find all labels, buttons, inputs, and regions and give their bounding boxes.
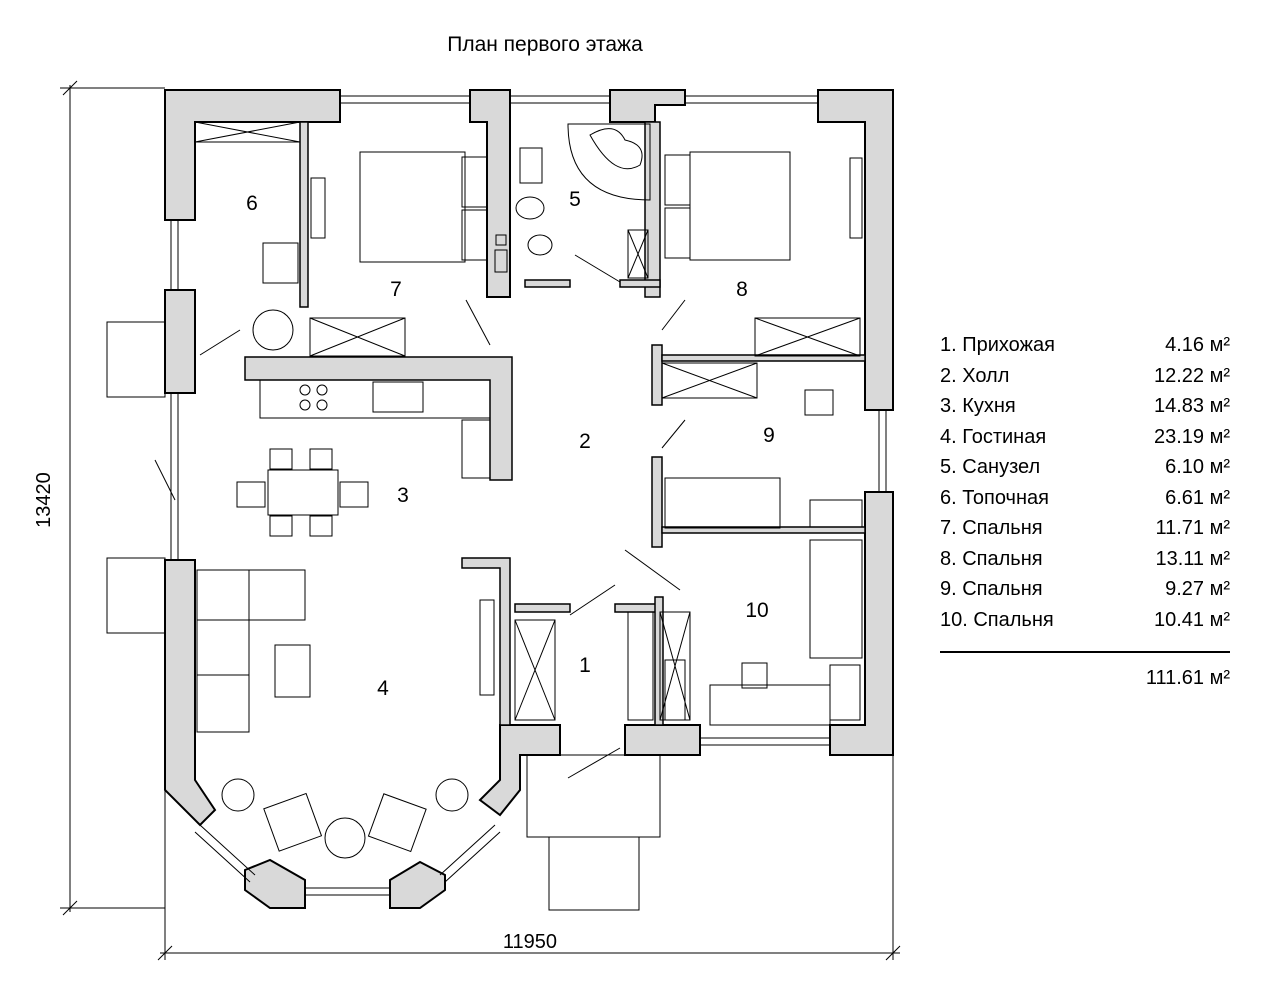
legend-row: 6. Топочная 6.61 м² [940,483,1230,514]
legend-divider [940,651,1230,653]
legend-room-area: 4.16 м² [1165,334,1230,356]
room-number-7: 7 [390,278,402,301]
legend-row: 2. Холл 12.22 м² [940,361,1230,392]
legend-room-area: 23.19 м² [1153,425,1230,448]
room-number-4: 4 [377,677,389,700]
legend-room-label: 8. Спальня [940,547,1043,570]
room-number-8: 8 [736,278,748,301]
legend-room-area: 6.61 м² [1165,486,1230,509]
legend-room-area: 9.27 м² [1165,578,1230,600]
legend-row: 9. Спальня 9.27 м² [940,574,1230,605]
dimension-width: 11950 [503,931,557,953]
legend-room-area: 11.71 м² [1155,517,1230,539]
legend-room-label: 1. Прихожая [940,334,1055,356]
room-number-10: 10 [745,599,768,622]
room-number-1: 1 [579,654,591,677]
legend-room-label: 10. Спальня [940,608,1054,631]
legend-room-label: 3. Кухня [940,395,1016,417]
legend-room-label: 5. Санузел [940,456,1041,478]
dimension-height: 13420 [33,472,55,528]
legend-room-label: 4. Гостиная [940,425,1047,448]
legend-room-area: 6.10 м² [1165,456,1230,478]
legend-room-label: 6. Топочная [940,486,1049,509]
legend-room-area: 13.11 м² [1155,547,1230,570]
room-number-2: 2 [579,430,591,453]
room-number-6: 6 [246,192,258,215]
legend-room-area: 10.41 м² [1153,608,1230,631]
legend-row: 7. Спальня 11.71 м² [940,513,1230,544]
legend-room-area: 14.83 м² [1153,395,1230,417]
legend-row: 8. Спальня 13.11 м² [940,544,1230,575]
legend-row: 10. Спальня 10.41 м² [940,605,1230,636]
legend-row: 1. Прихожая 4.16 м² [940,330,1230,361]
legend-row: 3. Кухня 14.83 м² [940,391,1230,422]
plan-title: План первого этажа [447,33,643,56]
legend-room-label: 2. Холл [940,364,1010,387]
legend-row: 4. Гостиная 23.19 м² [940,422,1230,453]
legend-row: 5. Санузел 6.10 м² [940,452,1230,483]
legend-room-area: 12.22 м² [1153,364,1230,387]
room-number-5: 5 [569,188,581,211]
legend-room-label: 7. Спальня [940,517,1043,539]
room-number-3: 3 [397,484,409,507]
legend-room-label: 9. Спальня [940,578,1043,600]
room-area-legend: 1. Прихожая 4.16 м² 2. Холл 12.22 м² 3. … [940,330,1230,690]
room-number-9: 9 [763,424,775,447]
legend-total-area: 111.61 м² [1145,667,1230,689]
